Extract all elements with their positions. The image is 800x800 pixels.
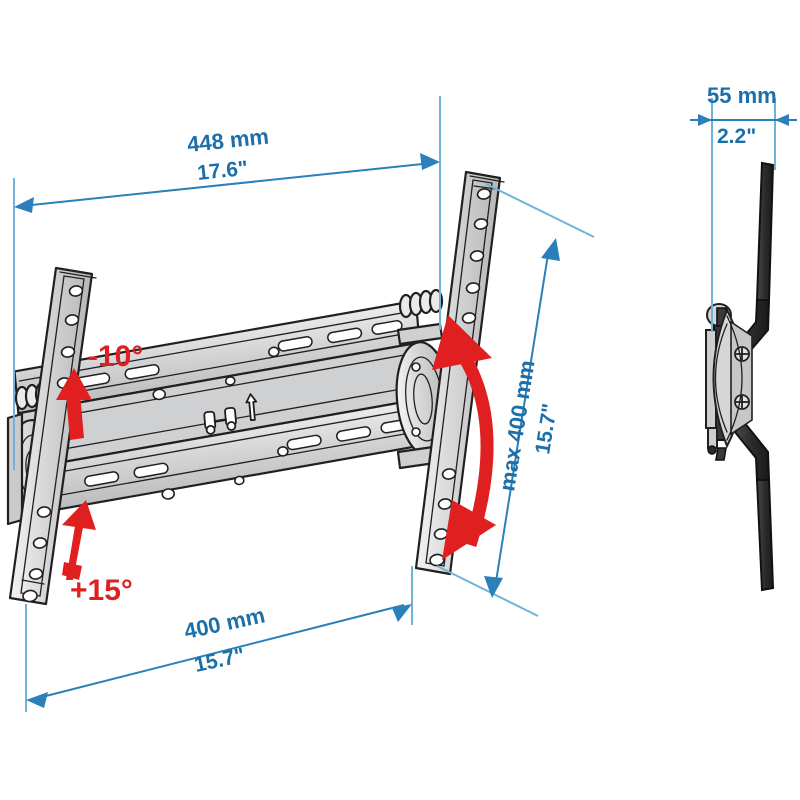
arrowhead-left-400	[26, 692, 48, 708]
arrowhead-right-448	[420, 153, 440, 170]
center-label-pictogram	[203, 393, 258, 435]
dim-label-55-mm: 55 mm	[707, 83, 777, 108]
angle-label-tilt-down: +15°	[70, 574, 133, 607]
arrowhead-bottom-maxheight	[484, 576, 503, 598]
dim-label-maxheight-inch: 15.7"	[531, 402, 562, 456]
arrowhead-right-55	[775, 114, 789, 126]
dim-line-400	[33, 604, 405, 700]
beam-round-holes	[152, 346, 289, 500]
side-rail-upper	[755, 161, 775, 301]
right-hinge-knuckles	[398, 288, 444, 319]
side-rail-lower	[755, 479, 775, 592]
dim-label-maxheight-mm: max 400 mm	[494, 358, 539, 492]
ext-line-bottom-maxheight	[436, 565, 539, 617]
dim-label-448-inch: 17.6"	[196, 157, 249, 185]
dimension-wall-depth: 55 mm 2.2"	[690, 83, 797, 332]
front-view: -10° +15°	[6, 170, 505, 607]
dim-label-400-inch: 15.7"	[192, 644, 247, 677]
arrowhead-left-55	[698, 114, 712, 126]
tilt-up-arrow-left	[56, 368, 96, 580]
arrowhead-left-448	[14, 197, 34, 213]
dim-label-55-inch: 2.2"	[717, 125, 756, 148]
dim-line-448	[21, 162, 433, 207]
ext-line-top-maxheight	[485, 183, 595, 238]
side-rail-lower-bend	[733, 420, 771, 481]
right-vertical-rail	[414, 170, 505, 576]
tilt-double-arrow-right	[432, 315, 496, 560]
dim-line-maxheight	[494, 247, 550, 589]
arrowhead-top-maxheight	[541, 238, 560, 261]
side-wall-plate-foot	[707, 427, 718, 449]
beam-slots-lower	[84, 418, 412, 487]
arrowhead-right-400	[392, 604, 412, 622]
angle-label-tilt-up: -10°	[88, 340, 143, 373]
dim-label-448-mm: 448 mm	[186, 124, 270, 157]
side-plate-stud	[707, 445, 717, 455]
side-bottom-tail	[715, 447, 727, 461]
main-horizontal-beam	[13, 299, 430, 516]
dim-label-400-mm: 400 mm	[182, 602, 267, 643]
side-view	[705, 161, 775, 592]
